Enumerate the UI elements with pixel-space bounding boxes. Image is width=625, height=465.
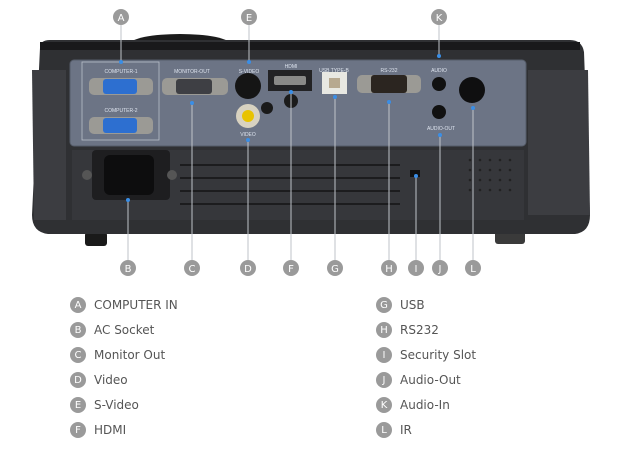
leader-markers: [119, 54, 475, 202]
legend-label: Security Slot: [400, 348, 477, 362]
svg-text:F: F: [288, 264, 294, 275]
hdmi-port: [268, 70, 312, 91]
legend-key: G: [376, 297, 392, 313]
legend-label: Monitor Out: [94, 348, 166, 362]
callout-K: K: [431, 9, 447, 25]
svg-text:K: K: [436, 13, 443, 24]
legend-label: Video: [94, 373, 128, 387]
svg-text:L: L: [470, 264, 476, 275]
port-label-audio-out: AUDIO-OUT: [427, 126, 455, 132]
rs232-port: [357, 75, 421, 93]
legend-label: S-Video: [94, 398, 139, 412]
legend-key: B: [70, 322, 86, 338]
leader-lines: [120, 25, 474, 260]
legend-item: D Video: [70, 371, 128, 389]
port-label-hdmi: HDMI: [285, 64, 298, 70]
callout-A: A: [113, 9, 129, 25]
callout-L: L: [465, 260, 481, 276]
s-video-port: [235, 73, 261, 99]
legend-label: HDMI: [94, 423, 127, 437]
legend-item: C Monitor Out: [70, 346, 165, 364]
svg-text:A: A: [118, 13, 125, 24]
legend-label: IR: [400, 423, 412, 437]
legend-key: F: [70, 422, 86, 438]
legend-label: Audio-Out: [400, 373, 461, 387]
audio-in-jack: [432, 77, 446, 91]
port-label-audio: AUDIO: [431, 68, 447, 74]
vga-port-computer-1: [89, 78, 153, 95]
legend-key: C: [70, 347, 86, 363]
port-label-video: VIDEO: [240, 132, 256, 138]
legend-label: COMPUTER IN: [94, 298, 178, 312]
legend-key: I: [376, 347, 392, 363]
legend-item: I Security Slot: [376, 346, 476, 364]
legend-item: G USB: [376, 296, 425, 314]
callout-G: G: [327, 260, 343, 276]
legend-label: USB: [400, 298, 425, 312]
legend-item: K Audio-In: [376, 396, 450, 414]
svg-text:B: B: [125, 264, 132, 275]
svg-text:I: I: [415, 264, 418, 275]
ac-socket: [82, 150, 177, 200]
legend-item: B AC Socket: [70, 321, 154, 339]
vga-port-computer-2: [89, 117, 153, 134]
legend-key: K: [376, 397, 392, 413]
callout-F: F: [283, 260, 299, 276]
svg-text:J: J: [438, 264, 442, 275]
legend-item: E S-Video: [70, 396, 139, 414]
port-label-computer-2: COMPUTER-2: [104, 108, 137, 114]
port-label-usb: USB TYPE-B: [319, 68, 349, 74]
legend-item: H RS232: [376, 321, 439, 339]
callout-D: D: [240, 260, 256, 276]
ir-receiver: [459, 77, 485, 103]
port-label-computer-1: COMPUTER-1: [104, 69, 137, 75]
legend-item: A COMPUTER IN: [70, 296, 178, 314]
security-slot: [410, 170, 420, 177]
callout-J: J: [432, 260, 448, 276]
legend-key: E: [70, 397, 86, 413]
callout-I: I: [408, 260, 424, 276]
legend-key: L: [376, 422, 392, 438]
legend-key: A: [70, 297, 86, 313]
audio-out-jack: [432, 105, 446, 119]
port-label-s-video: S-VIDEO: [239, 69, 260, 75]
legend-item: L IR: [376, 421, 412, 439]
legend-label: RS232: [400, 323, 439, 337]
legend-item: F HDMI: [70, 421, 126, 439]
vent-slots: [180, 164, 400, 205]
port-label-monitor-out: MONITOR-OUT: [174, 69, 210, 75]
port-label-rs232: RS-232: [381, 68, 398, 74]
usb-port: [322, 72, 347, 94]
callout-E: E: [241, 9, 257, 25]
callout-H: H: [381, 260, 397, 276]
legend-label: Audio-In: [400, 398, 450, 412]
svg-text:D: D: [244, 264, 252, 275]
legend-key: J: [376, 372, 392, 388]
speaker-grille: [468, 158, 512, 192]
svg-text:H: H: [385, 264, 393, 275]
legend-item: J Audio-Out: [376, 371, 461, 389]
legend-key: D: [70, 372, 86, 388]
svg-text:C: C: [189, 264, 196, 275]
svg-text:G: G: [331, 264, 339, 275]
vga-port-monitor-out: [162, 78, 228, 95]
legend-key: H: [376, 322, 392, 338]
callout-C: C: [184, 260, 200, 276]
callout-B: B: [120, 260, 136, 276]
svg-text:E: E: [246, 13, 252, 24]
legend-label: AC Socket: [94, 323, 155, 337]
